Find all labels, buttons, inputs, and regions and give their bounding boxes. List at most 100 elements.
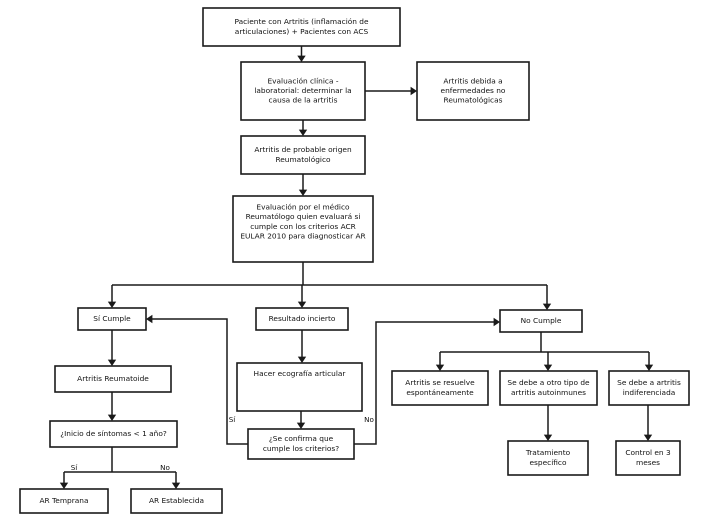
edge-label-e-inicio-si: Sí <box>71 463 79 472</box>
node-label-origen_reumatologico-line-0: Artritis de probable origen <box>254 145 352 154</box>
node-label-evaluacion_reumatologo-line-0: Evaluación por el médico <box>256 203 350 212</box>
arrowhead-e-evaluacion-noreuma <box>410 86 417 96</box>
node-box-resultado_incierto <box>255 307 349 331</box>
node-label-evaluacion_reumatologo-line-1: Reumatólogo quien evaluará si <box>246 212 361 221</box>
edge-label-e-confirma-no: No <box>364 415 374 424</box>
node-artritis_reumatoide[interactable]: Artritis Reumatoide <box>54 365 172 393</box>
edges-layer <box>59 46 654 489</box>
node-label-control_3_meses-line-0: Control en 3 <box>625 448 671 457</box>
node-label-resultado_incierto-line-0: Resultado incierto <box>269 314 336 323</box>
arrowhead-e-si-artritisreuma <box>107 359 117 366</box>
node-label-no_cumple-line-0: No Cumple <box>521 316 562 325</box>
node-box-se_confirma <box>247 428 355 460</box>
arrowhead-e-otrotipo-tratamiento <box>543 434 553 441</box>
arrowhead-e-nocumple-resuelve <box>435 364 445 371</box>
node-label-artritis_no_reumatologica-line-0: Artritis debida a <box>443 76 502 85</box>
node-box-ar_temprana <box>19 488 109 514</box>
arrowhead-e-nocumple-indif <box>644 364 654 371</box>
arrowhead-e-origen-reumatologo <box>298 189 308 196</box>
arrowhead-e-nocumple-otrotipo <box>543 364 553 371</box>
arrowhead-e-split-no <box>542 303 552 310</box>
node-box-evaluacion_reumatologo <box>232 195 374 263</box>
edge-label-e-inicio-no: No <box>160 463 170 472</box>
node-label-tratamiento_especifico-line-0: Tratamiento <box>525 448 571 457</box>
node-label-evaluacion_clinica-line-1: laboratorial: determinar la <box>254 86 351 95</box>
node-label-paciente-line-0: Paciente con Artritis (inflamación de <box>234 17 369 26</box>
node-box-control_3_meses <box>615 440 681 476</box>
node-ar_establecida[interactable]: AR Establecida <box>130 488 223 514</box>
arrowhead-e-inicio-si <box>59 482 69 489</box>
arrowhead-e-split-si <box>107 301 117 308</box>
node-label-artritis_no_reumatologica-line-2: Reumatológicas <box>444 96 503 105</box>
arrowhead-e-indif-control <box>643 434 653 441</box>
arrowhead-e-incierto-ecografia <box>297 356 307 363</box>
node-label-artritis_indiferenciada-line-1: indiferenciada <box>623 388 676 397</box>
node-box-ar_establecida <box>130 488 223 514</box>
node-label-paciente-line-1: articulaciones) + Pacientes con ACS <box>235 27 369 36</box>
node-label-evaluacion_clinica-line-0: Evaluación clínica - <box>267 76 338 85</box>
node-box-no_cumple <box>499 309 583 333</box>
node-box-evaluacion_clinica <box>240 61 366 121</box>
node-label-ar_establecida-line-0: AR Establecida <box>149 496 204 505</box>
nodes-layer: Paciente con Artritis (inflamación deart… <box>19 7 690 514</box>
node-hacer_ecografia[interactable]: Hacer ecografía articular <box>236 362 363 412</box>
node-label-artritis_resuelve-line-0: Artritis se resuelve <box>405 378 475 387</box>
node-label-se_confirma-line-0: ¿Se confirma que <box>269 434 334 443</box>
node-label-control_3_meses-line-1: meses <box>636 458 660 467</box>
node-paciente[interactable]: Paciente con Artritis (inflamación deart… <box>202 7 401 47</box>
edge-e-confirma-si <box>151 318 248 445</box>
arrowhead-e-ecografia-confirma <box>296 422 306 429</box>
node-label-inicio_sintomas-line-0: ¿Inicio de síntomas < 1 año? <box>60 429 167 438</box>
node-label-se_confirma-line-1: cumple los criterios? <box>263 444 339 453</box>
arrowhead-e-split-incierto <box>297 301 307 308</box>
node-label-artritis_no_reumatologica-line-1: enfermedades no <box>441 86 506 95</box>
node-label-evaluacion_reumatologo-line-2: cumple con los criterios ACR <box>250 222 356 231</box>
node-box-origen_reumatologico <box>240 135 366 175</box>
node-label-otro_tipo_artritis-line-0: Se debe a otro tipo de <box>507 378 590 387</box>
arrowhead-e-artritisreuma-inicio <box>107 414 117 421</box>
node-label-evaluacion_clinica-line-2: causa de la artritis <box>269 96 338 105</box>
node-box-paciente <box>202 7 401 47</box>
node-label-artritis_reumatoide-line-0: Artritis Reumatoide <box>77 374 149 383</box>
node-label-otro_tipo_artritis-line-1: artritis autoinmunes <box>511 388 586 397</box>
edge-label-e-confirma-si: Sí <box>229 415 237 424</box>
arrowhead-e-confirma-no <box>493 317 500 327</box>
node-label-ar_temprana-line-0: AR Temprana <box>39 496 88 505</box>
node-no_cumple[interactable]: No Cumple <box>499 309 583 333</box>
arrowhead-e-confirma-si <box>146 314 153 324</box>
edge-e-confirma-no <box>354 321 495 445</box>
node-box-inicio_sintomas <box>49 420 178 448</box>
node-evaluacion_clinica[interactable]: Evaluación clínica -laboratorial: determ… <box>240 61 366 121</box>
node-box-artritis_no_reumatologica <box>416 61 530 121</box>
node-si_cumple[interactable]: Sí Cumple <box>77 307 147 331</box>
node-label-artritis_indiferenciada-line-0: Se debe a artritis <box>617 378 681 387</box>
node-ar_temprana[interactable]: AR Temprana <box>19 488 109 514</box>
node-box-tratamiento_especifico <box>507 440 589 476</box>
node-label-hacer_ecografia-line-0: Hacer ecografía articular <box>254 369 347 378</box>
node-label-artritis_resuelve-line-1: espontáneamente <box>406 388 474 397</box>
node-inicio_sintomas[interactable]: ¿Inicio de síntomas < 1 año? <box>49 420 178 448</box>
node-label-evaluacion_reumatologo-line-3: EULAR 2010 para diagnosticar AR <box>240 231 365 240</box>
node-box-artritis_indiferenciada <box>608 370 690 406</box>
node-box-artritis_reumatoide <box>54 365 172 393</box>
node-label-origen_reumatologico-line-1: Reumatológico <box>275 155 331 164</box>
node-box-artritis_resuelve <box>391 370 489 406</box>
node-resultado_incierto[interactable]: Resultado incierto <box>255 307 349 331</box>
node-box-otro_tipo_artritis <box>499 370 598 406</box>
node-box-si_cumple <box>77 307 147 331</box>
arrowhead-e-inicio-no <box>171 482 181 489</box>
arrowhead-e-paciente-evaluacion <box>297 55 306 62</box>
node-box-hacer_ecografia <box>236 362 363 412</box>
